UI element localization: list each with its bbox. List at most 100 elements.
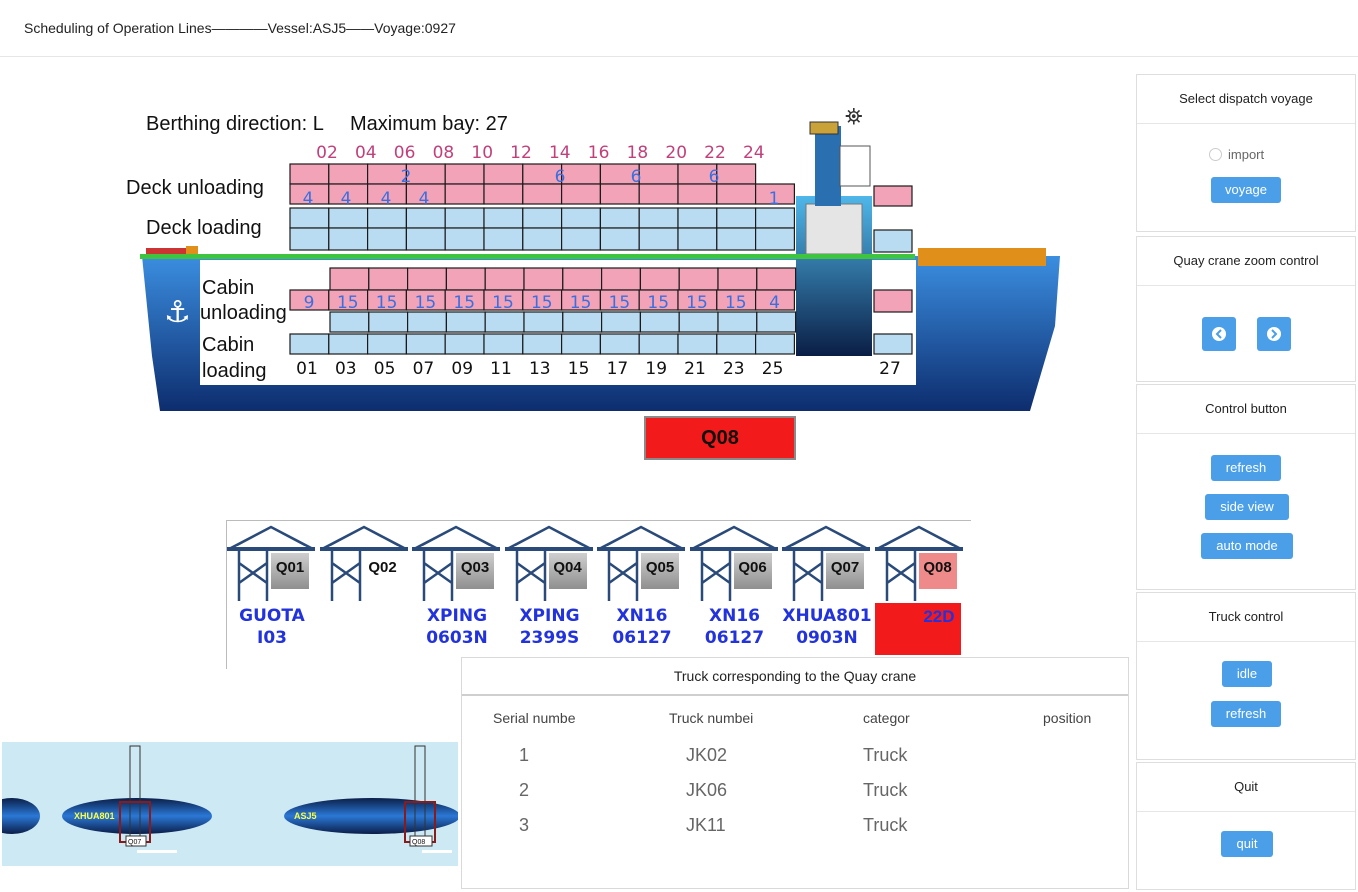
odd-bay-label: 21 xyxy=(684,359,706,379)
import-radio-label: import xyxy=(1228,147,1265,162)
idle-button[interactable]: idle xyxy=(1222,661,1272,687)
deck-count: 6 xyxy=(555,167,566,187)
table-row[interactable]: 2 JK06 Truck xyxy=(462,780,1128,815)
import-radio[interactable]: import xyxy=(1209,147,1264,162)
cabin-loading-label-2: loading xyxy=(202,360,267,382)
deck-count: 4 xyxy=(381,189,392,209)
cell-truck: JK11 xyxy=(686,815,726,835)
cabin-load-cell xyxy=(754,333,795,355)
cabin-unload-cell xyxy=(368,267,409,291)
table-row[interactable]: 3 JK11 Truck xyxy=(462,815,1128,850)
cabin-load-cell xyxy=(756,311,797,333)
deck-count: 4 xyxy=(303,189,314,209)
deck-load-cell xyxy=(677,207,718,229)
truck-control-title: Truck control xyxy=(1137,593,1355,642)
auto-mode-button[interactable]: auto mode xyxy=(1201,533,1293,559)
cell-serial: 2 xyxy=(519,780,530,800)
deck-unloading-label: Deck unloading xyxy=(126,177,264,199)
odd-bay-label: 07 xyxy=(413,359,435,379)
col-serial: Serial numbe xyxy=(493,710,576,726)
even-bay-label: 22 xyxy=(704,143,726,163)
crane-vessel: XN16 xyxy=(616,606,668,626)
deck-load-cell xyxy=(638,227,679,251)
ship-partial xyxy=(0,798,40,834)
cabin-load-cell xyxy=(562,311,603,333)
cabin-load-cell xyxy=(444,333,485,355)
cell-category: Truck xyxy=(863,745,908,765)
crane-id: Q07 xyxy=(826,553,864,589)
zoom-right-button[interactable] xyxy=(1257,317,1291,351)
deck-unload-cell xyxy=(560,163,601,185)
berth-crane-q07-label: Q07 xyxy=(128,839,141,846)
odd-bay-label: 13 xyxy=(529,359,551,379)
cabin-unload-cell xyxy=(756,267,797,291)
crane-vessel: XPING xyxy=(519,606,580,626)
quit-button[interactable]: quit xyxy=(1221,831,1273,857)
voyage-card-title: Select dispatch voyage xyxy=(1137,75,1355,124)
cabin-unload-cell xyxy=(445,267,486,291)
cabin-unload-cell xyxy=(562,267,603,291)
side-view-button[interactable]: side view xyxy=(1205,494,1289,520)
cabin-load-cell xyxy=(678,311,719,333)
voyage-button[interactable]: voyage xyxy=(1211,177,1281,203)
cabin-load-cell xyxy=(445,311,486,333)
cabin-count: 15 xyxy=(686,293,708,313)
zoom-card: Quay crane zoom control xyxy=(1136,236,1356,382)
deck-load-cell xyxy=(483,207,524,229)
table-row[interactable]: 1 JK02 Truck xyxy=(462,745,1128,780)
even-bay-label: 10 xyxy=(471,143,493,163)
cabin-count: 15 xyxy=(376,293,398,313)
deck-load-cell xyxy=(599,207,640,229)
even-bay-label: 06 xyxy=(394,143,416,163)
quay-crane-q02[interactable]: Q02 xyxy=(319,523,408,668)
cabin-load-cell xyxy=(328,333,369,355)
stern-deck xyxy=(918,248,1046,266)
cabin-loading-label-1: Cabin xyxy=(202,334,254,356)
cabin-unload-cell xyxy=(600,267,641,291)
crane-voyage: 0603N xyxy=(426,628,488,648)
deck-load-cell xyxy=(289,207,330,229)
truck-panel-title: Truck corresponding to the Quay crane xyxy=(462,658,1128,696)
cabin-load-cell xyxy=(599,333,640,355)
zoom-card-title: Quay crane zoom control xyxy=(1137,237,1355,286)
voyage-card: Select dispatch voyage import voyage xyxy=(1136,74,1356,232)
cabin-load-cell xyxy=(483,333,524,355)
deck-load-cell xyxy=(483,227,524,251)
col-position: position xyxy=(1043,710,1092,726)
ship-asj5 xyxy=(284,798,460,834)
zoom-left-button[interactable] xyxy=(1202,317,1236,351)
deck-unload-cell xyxy=(522,183,563,205)
control-card: Control button refresh side view auto mo… xyxy=(1136,384,1356,590)
deck-unload-cell xyxy=(483,183,524,205)
quay-crane-icon xyxy=(597,525,685,601)
berth-overhead-view: XHUA801 ASJ5 Q07 Q08 xyxy=(0,742,460,866)
crane-id: Q01 xyxy=(271,553,309,589)
cabin-load-cell xyxy=(717,311,758,333)
berth-crane-q07: Q07 xyxy=(119,745,151,847)
deck-unload-cell xyxy=(405,163,446,185)
cell-serial: 3 xyxy=(519,815,530,835)
cabin-load-cell xyxy=(522,333,563,355)
cabin-count: 9 xyxy=(304,293,315,313)
deck-count: 1 xyxy=(769,189,780,209)
truck-refresh-button[interactable]: refresh xyxy=(1211,701,1281,727)
deck-loading-label: Deck loading xyxy=(146,217,262,239)
cabin-count: 15 xyxy=(609,293,631,313)
cabin-unload-cell xyxy=(407,267,448,291)
crane-id: Q06 xyxy=(733,553,772,589)
refresh-button[interactable]: refresh xyxy=(1211,455,1281,481)
odd-bay-label: 23 xyxy=(723,359,745,379)
crane-voyage: 2399S xyxy=(519,628,580,648)
selected-crane-label[interactable]: Q08 xyxy=(644,416,796,460)
deck-load-cell xyxy=(328,227,369,251)
odd-bay-label: 19 xyxy=(645,359,667,379)
